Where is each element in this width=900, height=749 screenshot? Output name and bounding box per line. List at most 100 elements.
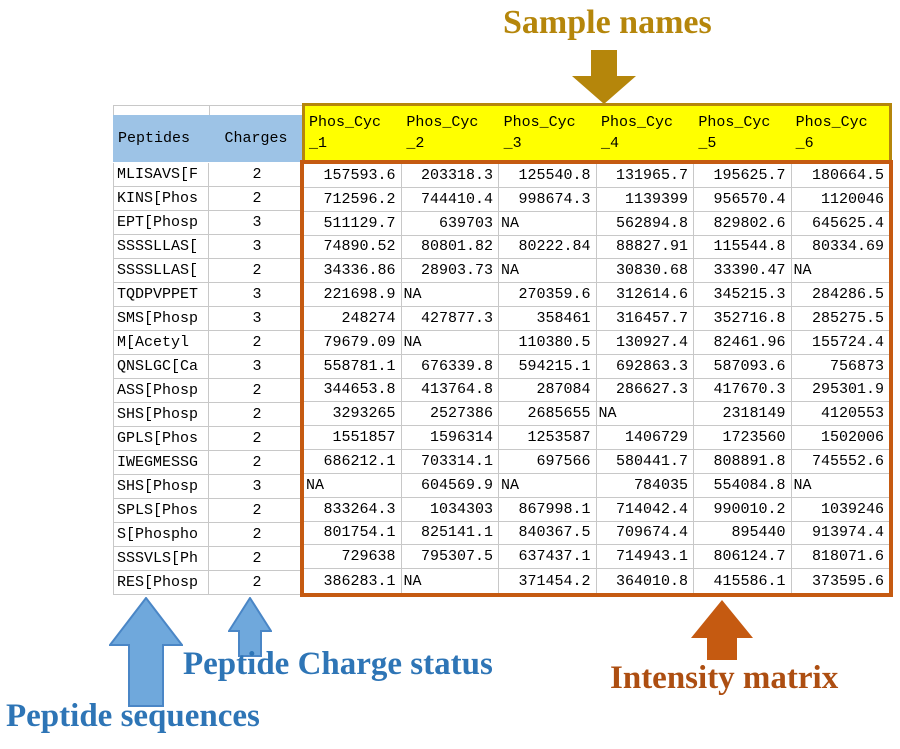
peptide-cell[interactable]: SSSSLLAS[ (114, 259, 209, 282)
charge-cell[interactable]: 2 (252, 382, 262, 399)
peptide-cell[interactable]: SMS[Phosp (114, 307, 209, 330)
intensity-cell[interactable]: 840367.5 (499, 521, 597, 546)
intensity-cell[interactable]: 287084 (499, 378, 597, 403)
intensity-cell[interactable]: 913974.4 (791, 522, 889, 546)
charge-cell[interactable]: 2 (252, 190, 262, 207)
intensity-cell[interactable]: 594215.1 (499, 354, 597, 379)
intensity-cell[interactable]: 511129.7 (304, 211, 402, 236)
intensity-cell[interactable]: 115544.8 (694, 235, 792, 260)
intensity-cell[interactable]: 2318149 (694, 402, 792, 427)
intensity-cell[interactable]: 703314.1 (401, 450, 499, 474)
intensity-cell[interactable]: 4120553 (791, 402, 889, 427)
sample-column-header[interactable]: Phos_Cyc _4 (601, 114, 674, 152)
intensity-cell[interactable]: 744410.4 (401, 187, 499, 212)
intensity-cell[interactable]: 645625.4 (791, 212, 889, 236)
intensity-cell[interactable]: 30830.68 (596, 259, 694, 284)
intensity-cell[interactable]: 248274 (304, 307, 402, 331)
intensity-cell[interactable]: 386283.1 (304, 569, 402, 593)
intensity-cell[interactable]: 364010.8 (597, 569, 694, 593)
intensity-cell[interactable]: 352716.8 (694, 307, 792, 331)
charge-cell[interactable]: 2 (252, 502, 262, 519)
intensity-cell[interactable]: 729638 (304, 545, 402, 570)
intensity-cell[interactable]: 1551857 (304, 426, 402, 450)
intensity-cell[interactable]: 639703 (401, 211, 499, 236)
intensity-cell[interactable]: 801754.1 (304, 521, 402, 546)
charge-cell[interactable]: 3 (252, 310, 262, 327)
intensity-cell[interactable]: 285275.5 (791, 307, 889, 331)
intensity-cell[interactable]: 131965.7 (596, 164, 694, 188)
charge-cell[interactable]: 3 (252, 238, 262, 255)
intensity-cell[interactable]: 1502006 (791, 426, 889, 450)
intensity-cell[interactable]: 714042.4 (596, 497, 694, 522)
intensity-cell[interactable]: 345215.3 (694, 283, 792, 307)
intensity-cell[interactable]: 558781.1 (304, 354, 402, 379)
intensity-cell[interactable]: NA (401, 330, 499, 355)
intensity-cell[interactable]: 195625.7 (694, 164, 792, 188)
intensity-cell[interactable]: 637437.1 (499, 545, 597, 570)
charge-cell[interactable]: 2 (252, 550, 262, 567)
intensity-cell[interactable]: 686212.1 (304, 450, 402, 474)
peptide-cell[interactable]: KINS[Phos (114, 187, 209, 210)
intensity-cell[interactable]: 34336.86 (304, 259, 402, 284)
intensity-cell[interactable]: NA (499, 259, 597, 284)
sample-column-header[interactable]: Phos_Cyc _6 (795, 114, 868, 152)
intensity-cell[interactable]: 88827.91 (596, 235, 694, 260)
intensity-cell[interactable]: NA (791, 259, 889, 284)
intensity-cell[interactable]: 180664.5 (791, 164, 889, 188)
intensity-cell[interactable]: 312614.6 (596, 283, 694, 307)
intensity-cell[interactable]: 998674.3 (499, 187, 597, 212)
intensity-cell[interactable]: 413764.8 (401, 378, 499, 403)
peptide-cell[interactable]: ASS[Phosp (114, 379, 209, 402)
intensity-cell[interactable]: 562894.8 (596, 211, 694, 236)
intensity-cell[interactable]: 990010.2 (694, 497, 792, 522)
intensity-cell[interactable]: NA (304, 473, 402, 498)
charges-column-header[interactable]: Charges (224, 130, 288, 147)
intensity-cell[interactable]: 82461.96 (694, 330, 792, 355)
intensity-cell[interactable]: 157593.6 (304, 164, 402, 188)
intensity-cell[interactable]: 371454.2 (499, 569, 597, 593)
intensity-cell[interactable]: 1723560 (694, 426, 792, 450)
intensity-cell[interactable]: 604569.9 (401, 473, 499, 498)
peptide-cell[interactable]: EPT[Phosp (114, 211, 209, 234)
sample-column-header[interactable]: Phos_Cyc _1 (309, 114, 382, 152)
intensity-cell[interactable]: 676339.8 (401, 354, 499, 379)
intensity-cell[interactable]: 692863.3 (596, 354, 694, 379)
intensity-cell[interactable]: 130927.4 (596, 330, 694, 355)
charge-cell[interactable]: 3 (252, 214, 262, 231)
charge-cell[interactable]: 2 (252, 430, 262, 447)
intensity-cell[interactable]: 895440 (694, 521, 792, 546)
intensity-cell[interactable]: 344653.8 (304, 378, 402, 403)
intensity-cell[interactable]: 867998.1 (499, 497, 597, 522)
intensity-cell[interactable]: 155724.4 (791, 331, 889, 355)
intensity-cell[interactable]: 74890.52 (304, 235, 402, 260)
charge-cell[interactable]: 3 (252, 358, 262, 375)
intensity-cell[interactable]: 1406729 (596, 426, 694, 450)
peptide-cell[interactable]: MLISAVS[F (114, 163, 209, 186)
intensity-cell[interactable]: 221698.9 (304, 283, 402, 307)
intensity-cell[interactable]: 1596314 (401, 426, 499, 450)
peptide-cell[interactable]: RES[Phosp (114, 571, 209, 594)
intensity-cell[interactable]: 1120046 (791, 188, 889, 212)
intensity-cell[interactable]: 284286.5 (791, 283, 889, 307)
intensity-cell[interactable]: 28903.73 (401, 259, 499, 284)
sample-column-header[interactable]: Phos_Cyc _3 (503, 114, 576, 152)
intensity-cell[interactable]: 427877.3 (401, 307, 499, 331)
charge-cell[interactable]: 2 (252, 262, 262, 279)
intensity-cell[interactable]: 806124.7 (694, 545, 792, 570)
intensity-cell[interactable]: 286627.3 (596, 378, 694, 403)
peptide-cell[interactable]: SHS[Phosp (114, 403, 209, 426)
peptide-cell[interactable]: IWEGMESSG (114, 451, 209, 474)
intensity-cell[interactable]: 818071.6 (791, 545, 889, 570)
peptide-cell[interactable]: S[Phospho (114, 523, 209, 546)
intensity-cell[interactable]: 709674.4 (596, 521, 694, 546)
intensity-cell[interactable]: 3293265 (304, 402, 402, 427)
intensity-cell[interactable]: 373595.6 (811, 572, 884, 590)
intensity-cell[interactable]: 1253587 (499, 426, 597, 450)
peptide-cell[interactable]: SSSVLS[Ph (114, 547, 209, 570)
peptide-cell[interactable]: SHS[Phosp (114, 475, 209, 498)
intensity-cell[interactable]: NA (791, 474, 889, 498)
intensity-cell[interactable]: 829802.6 (694, 211, 792, 236)
intensity-cell[interactable]: 587093.6 (694, 354, 792, 379)
intensity-cell[interactable]: 80222.84 (499, 235, 597, 260)
peptide-cell[interactable]: QNSLGC[Ca (114, 355, 209, 378)
